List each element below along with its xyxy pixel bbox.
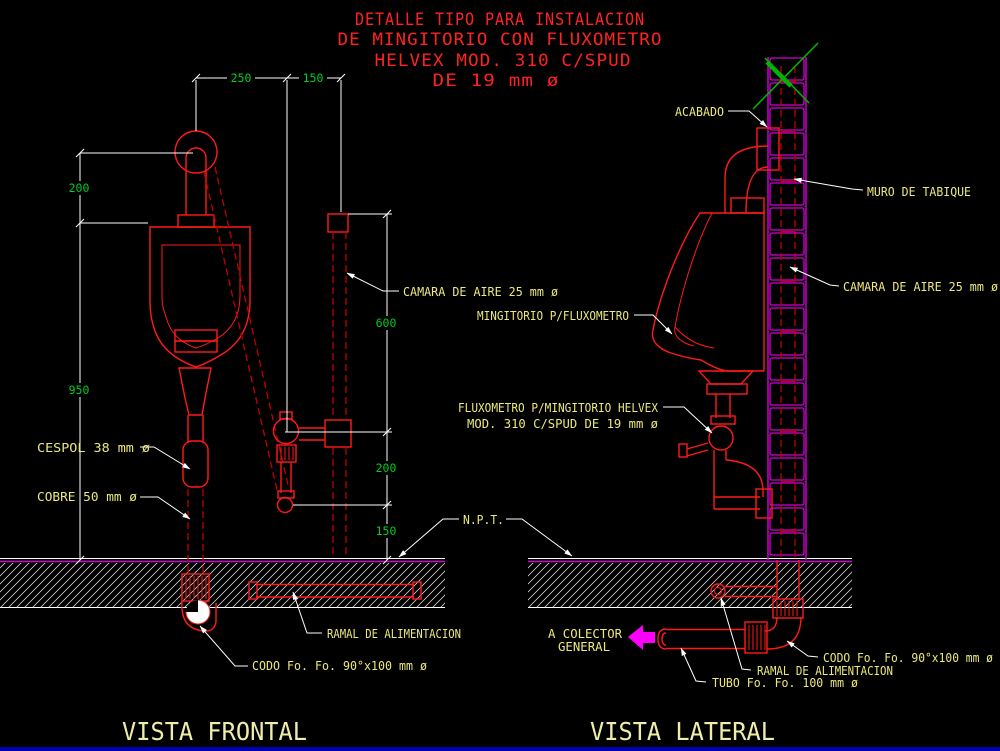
spud-end	[276, 496, 294, 514]
drain-funnel	[178, 367, 212, 416]
valve-handle	[686, 442, 709, 457]
wall	[767, 57, 807, 560]
dim-250: 250	[231, 71, 252, 85]
title-line-1: DETALLE TIPO PARA INSTALACION	[355, 10, 645, 30]
label-cespol: CESPOL 38 mm ø	[37, 440, 151, 455]
label-muro: MURO DE TABIQUE	[867, 184, 971, 199]
lateral-view	[628, 42, 819, 654]
label-npt: N.P.T.	[463, 512, 504, 527]
view-title-frontal: VISTA FRONTAL	[122, 717, 307, 746]
label-codo-front: CODO Fo. Fo. 90°x100 mm ø	[252, 658, 427, 673]
coupling	[276, 444, 297, 463]
leader-camara-lateral	[789, 266, 840, 287]
label-fluxometro-1: FLUXOMETRO P/MINGITORIO HELVEX	[458, 400, 658, 415]
vent-cap	[327, 213, 349, 233]
label-acabado: ACABADO	[675, 104, 724, 119]
title-block: DETALLE TIPO PARA INSTALACION DE MINGITO…	[338, 10, 663, 91]
hanger-ring	[174, 130, 218, 174]
leader-codo-front	[199, 625, 248, 667]
ramal-pipe	[256, 583, 414, 598]
title-line-3: HELVEX MOD. 310 C/SPUD	[375, 51, 632, 71]
elbow-lateral	[764, 616, 802, 650]
leader-tubo	[680, 647, 707, 683]
leader-cespol	[140, 446, 191, 470]
dim-ticks	[75, 73, 392, 565]
label-ramal-front: RAMAL DE ALIMENTACION	[327, 626, 461, 641]
dim-150-bottom: 150	[376, 524, 397, 538]
leader-npt-left	[398, 518, 459, 558]
label-camara-front: CAMARA DE AIRE 25 mm ø	[403, 284, 558, 299]
front-dimensions: 250 150 200 950 600 200 150	[64, 71, 402, 565]
tee-fitting	[324, 419, 352, 448]
dim-600: 600	[376, 316, 397, 330]
dim-150-top: 150	[303, 71, 324, 85]
urinal-lateral	[651, 127, 780, 519]
leader-codo-lateral	[786, 640, 819, 658]
label-codo-lateral: CODO Fo. Fo. 90°x100 mm ø	[823, 650, 993, 665]
break-mark-icon	[752, 42, 819, 110]
urinal-front	[149, 130, 289, 573]
pipe-cap	[657, 628, 667, 650]
bowl-profile	[651, 212, 764, 372]
label-mingitorio: MINGITORIO P/FLUXOMETRO	[477, 308, 629, 323]
ramal-section	[710, 583, 726, 599]
valve-body	[272, 417, 300, 445]
leader-ramal-front	[292, 591, 322, 634]
leader-fluxometro	[663, 406, 713, 434]
coupling-upper	[772, 598, 804, 619]
wall-bricks	[769, 57, 805, 556]
leader-lines	[140, 110, 864, 683]
downpipe	[776, 560, 800, 599]
coupling-lower	[744, 621, 768, 654]
wall-pipe-hidden	[780, 66, 796, 558]
leader-ramal-lateral	[720, 597, 752, 671]
leader-camara-front	[346, 272, 399, 292]
collector-arrow-icon	[628, 625, 655, 650]
tubo-pipe	[666, 628, 745, 650]
title-line-2: DE MINGITORIO CON FLUXOMETRO	[338, 30, 663, 50]
leader-mingitorio	[634, 314, 673, 335]
fluxometro-front	[272, 213, 352, 558]
bottom-blue-bar	[0, 747, 1000, 751]
drain-pipe-hidden	[187, 489, 204, 573]
label-tubo: TUBO Fo. Fo. 100 mm ø	[712, 675, 858, 690]
label-ramal-lateral: RAMAL DE ALIMENTACION	[757, 663, 893, 678]
underfloor-lateral	[657, 560, 804, 654]
wall-pipe-joints	[781, 80, 795, 533]
title-line-4: DE 19 mm ø	[433, 71, 560, 91]
hidden-diagonals	[203, 166, 289, 491]
urinal-body	[149, 226, 251, 368]
dim-200-left: 200	[69, 181, 90, 195]
inlet-elbow	[724, 145, 769, 214]
p-trap	[713, 450, 764, 509]
leader-npt-right	[506, 518, 573, 557]
underfloor-front	[181, 573, 422, 632]
label-fluxometro-2: MOD. 310 C/SPUD DE 19 mm ø	[467, 416, 658, 431]
view-title-lateral: VISTA LATERAL	[590, 717, 775, 746]
label-camara-lateral: CAMARA DE AIRE 25 mm ø	[843, 279, 998, 294]
annotations: CAMARA DE AIRE 25 mm ø CESPOL 38 mm ø CO…	[37, 104, 998, 746]
floor-slab-front	[0, 558, 445, 608]
leader-muro	[793, 177, 864, 191]
trap-bulge	[182, 440, 209, 488]
dim-950: 950	[69, 383, 90, 397]
dim-200-right: 200	[376, 461, 397, 475]
leader-cobre	[140, 496, 191, 520]
front-view: 250 150 200 950 600 200 150	[64, 71, 422, 632]
leader-acabado	[728, 110, 768, 128]
label-cobre: COBRE 50 mm ø	[37, 489, 137, 504]
label-colector-1: A COLECTOR	[548, 626, 622, 641]
valve-lateral	[708, 425, 734, 451]
label-colector-2: GENERAL	[558, 639, 610, 654]
air-chamber-pipe	[332, 232, 347, 419]
